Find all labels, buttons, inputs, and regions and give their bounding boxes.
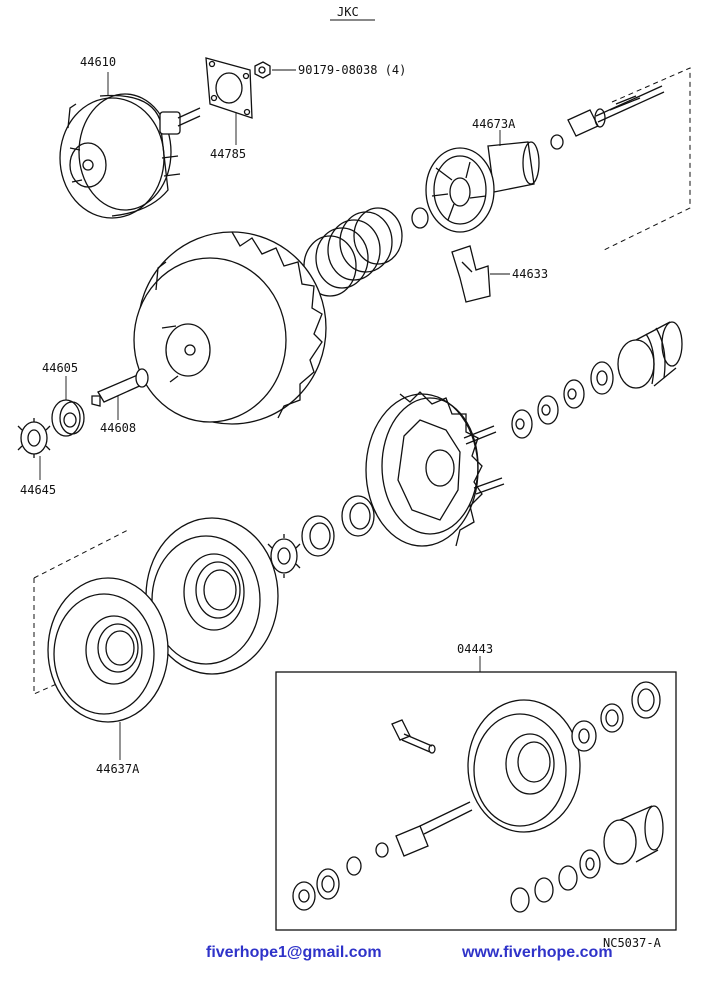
- gasket-44785: [205, 57, 253, 145]
- repair-kit-box: [275, 671, 677, 931]
- part-label-44645: 44645: [20, 483, 57, 497]
- diaphragm-plate-44637a: [47, 577, 169, 760]
- push-rod-upper: [550, 85, 665, 150]
- boot-upper: [617, 321, 683, 389]
- footer-email: fiverhope1@gmail.com: [206, 944, 382, 961]
- part-label-44673a: 44673A: [472, 117, 516, 131]
- valve-body-44673a: [411, 130, 540, 233]
- return-spring: [303, 207, 403, 297]
- diagram-code: NC5037-A: [603, 936, 661, 950]
- part-label-44637a: 44637A: [96, 762, 140, 776]
- header-code: JKC: [337, 5, 359, 19]
- bearing-44605: [51, 376, 85, 437]
- bolt-44608: [91, 368, 149, 420]
- part-label-44608: 44608: [100, 421, 137, 435]
- part-label-44610: 44610: [80, 55, 117, 69]
- part-label-44785: 44785: [210, 147, 247, 161]
- key-44633: [451, 245, 510, 303]
- part-label-44633: 44633: [512, 267, 549, 281]
- footer-website: www.fiverhope.com: [462, 944, 613, 961]
- seal-rings-middle: [267, 495, 375, 578]
- washer-44645: [17, 418, 51, 480]
- front-shell: [133, 231, 327, 425]
- nut-90179: [254, 61, 296, 79]
- rear-shell: [365, 391, 505, 547]
- seal-group-right: [511, 361, 614, 439]
- repair-kit-contents: [292, 681, 664, 913]
- part-label-44605: 44605: [42, 361, 79, 375]
- part-label-90179: 90179-08038 (4): [298, 63, 407, 77]
- part-label-04443: 04443: [457, 642, 494, 656]
- brake-booster-assembly-small: [59, 72, 201, 219]
